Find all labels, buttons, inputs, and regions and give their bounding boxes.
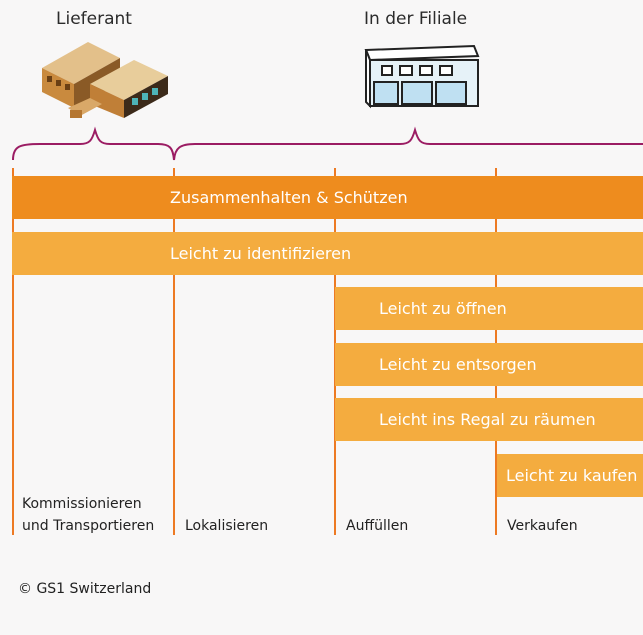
divider-line [173, 168, 175, 535]
stage-picking: Kommissionieren und Transportieren [22, 493, 154, 537]
bar-buy-label: Leicht zu kaufen [506, 466, 638, 485]
stage-picking-line1: Kommissionieren [22, 496, 142, 512]
bar-hold-protect-label: Zusammenhalten & Schützen [170, 188, 408, 207]
bar-dispose: Leicht zu entsorgen [335, 343, 643, 386]
bar-identify-label: Leicht zu identifizieren [170, 244, 352, 263]
bar-open: Leicht zu öffnen [335, 287, 643, 330]
bar-buy: Leicht zu kaufen [497, 454, 643, 497]
copyright-text: © GS1 Switzerland [18, 581, 152, 597]
stage-locate: Lokalisieren [185, 518, 269, 534]
stage-picking-line2: und Transportieren [22, 518, 155, 534]
store-label: In der Filiale [364, 9, 468, 29]
warehouse-icon [42, 42, 168, 118]
stage-refill: Auffüllen [346, 518, 409, 534]
bar-hold-protect: Zusammenhalten & Schützen [12, 176, 643, 219]
bar-open-label: Leicht zu öffnen [379, 299, 507, 318]
scope-brace [12, 126, 643, 161]
bar-shelve-label: Leicht ins Regal zu räumen [379, 410, 596, 429]
stage-sell: Verkaufen [507, 518, 578, 534]
bar-shelve: Leicht ins Regal zu räumen [335, 398, 643, 441]
bar-identify: Leicht zu identifizieren [12, 232, 643, 275]
divider-line [12, 168, 14, 535]
store-building-icon [364, 44, 480, 109]
bar-dispose-label: Leicht zu entsorgen [379, 355, 537, 374]
supplier-label: Lieferant [56, 9, 132, 29]
